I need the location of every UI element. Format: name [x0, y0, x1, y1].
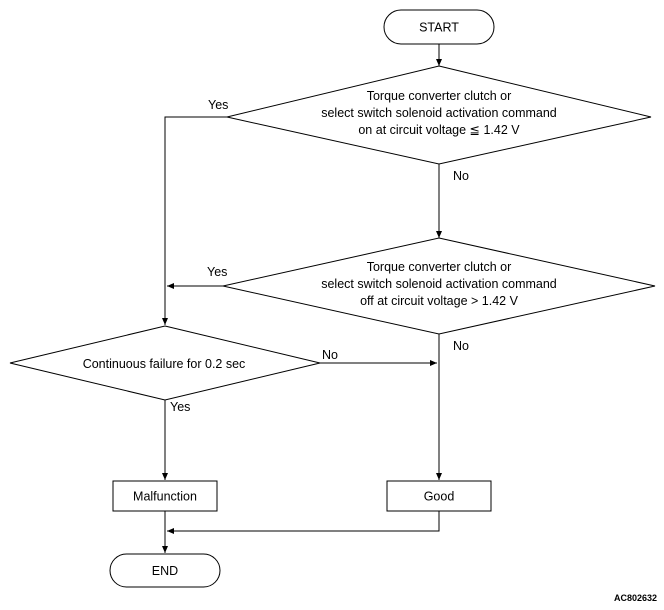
decision-2-line-2: select switch solenoid activation comman…: [321, 277, 557, 291]
decision-2-yes-label: Yes: [207, 265, 227, 279]
end-label: END: [152, 564, 178, 578]
decision-3-yes-label: Yes: [170, 400, 190, 414]
decision-2-line-3: off at circuit voltage > 1.42 V: [360, 294, 519, 308]
decision-2-no-label: No: [453, 339, 469, 353]
malfunction-node: Malfunction: [112, 480, 218, 512]
malfunction-box: [112, 480, 218, 512]
end-terminal-shape: [109, 553, 221, 588]
decision-2-line-1: Torque converter clutch or: [367, 260, 512, 274]
decision-2: Torque converter clutch or select switch…: [207, 237, 656, 353]
decision-1: Torque converter clutch or select switch…: [208, 65, 652, 183]
good-box: [386, 480, 492, 512]
decision-1-yes-label: Yes: [208, 98, 228, 112]
arrow-decision-1-yes: [162, 116, 227, 325]
decision-2-diamond: [222, 237, 656, 335]
decision-3-diamond: [9, 325, 321, 401]
decision-3: Continuous failure for 0.2 sec No Yes: [9, 325, 338, 414]
end-node: END: [109, 553, 221, 588]
good-label: Good: [424, 490, 455, 504]
start-label: START: [419, 21, 459, 35]
decision-1-no-label: No: [453, 169, 469, 183]
start-node: START: [383, 9, 495, 45]
arrow-good-to-end: [167, 511, 440, 534]
decision-1-diamond: [226, 65, 652, 165]
malfunction-label: Malfunction: [133, 490, 197, 504]
figure-code: AC802632: [614, 593, 657, 603]
decision-1-line-1: Torque converter clutch or: [367, 89, 512, 103]
decision-1-line-2: select switch solenoid activation comman…: [321, 106, 557, 120]
good-node: Good: [386, 480, 492, 512]
decision-1-line-3: on at circuit voltage ≦ 1.42 V: [358, 123, 520, 137]
connectors: [162, 44, 442, 553]
decision-3-no-label: No: [322, 348, 338, 362]
start-terminal-shape: [383, 9, 495, 45]
decision-3-text: Continuous failure for 0.2 sec: [83, 357, 246, 371]
